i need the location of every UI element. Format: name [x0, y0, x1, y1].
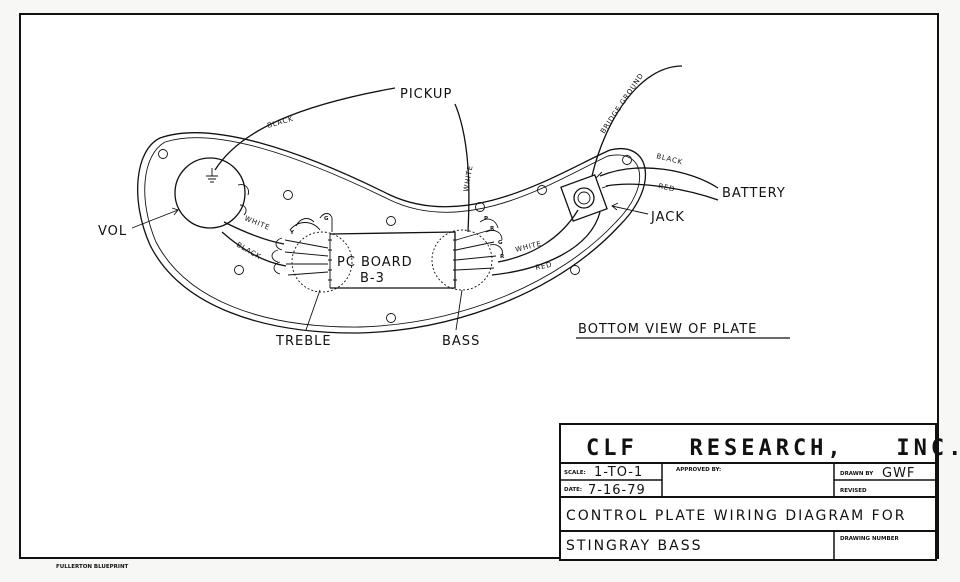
black-wire-vol-to-treble [221, 231, 287, 267]
terminal-label: R [500, 254, 505, 260]
bass-leader [455, 289, 463, 331]
drawing-title-line2: STINGRAY BASS [566, 538, 703, 554]
mounting-hole [537, 185, 547, 195]
white-wire-board-to-jack [497, 209, 579, 263]
mounting-hole [622, 155, 632, 165]
wire-label-red: RED [658, 182, 676, 193]
mounting-hole [283, 190, 293, 200]
bridge-ground-wire [591, 65, 683, 177]
terminal-label: P [484, 216, 488, 222]
black-wire-pickup-to-vol [214, 87, 396, 171]
printer-credit: FULLERTON BLUEPRINT [56, 564, 129, 570]
drawn-by-value: GWF [882, 466, 915, 481]
jack-leader [611, 205, 649, 215]
mounting-hole [234, 265, 244, 275]
scale-value: 1-TO-1 [594, 465, 643, 480]
mounting-hole [386, 216, 396, 226]
terminal-label: G [324, 216, 329, 222]
bass-pot [431, 218, 503, 291]
view-caption: BOTTOM VIEW OF PLATE [578, 322, 757, 337]
red-battery-wire [605, 183, 719, 201]
volume-pot [174, 157, 249, 229]
wires [214, 65, 719, 276]
white-wire-vol-to-treble [223, 221, 285, 245]
white-wire-pickup-to-board [454, 103, 470, 233]
bass-label: BASS [442, 334, 480, 349]
scale-label: SCALE: [564, 470, 586, 476]
drawing-number-label: DRAWING NUMBER [840, 536, 899, 542]
approved-label: APPROVED BY: [676, 467, 721, 473]
drawing-title-line1: CONTROL PLATE WIRING DIAGRAM FOR [566, 508, 906, 524]
mounting-hole [158, 149, 168, 159]
pc-board: PC BOARD B-3 [328, 231, 457, 289]
treble-label: TREBLE [275, 334, 332, 349]
control-plate [137, 132, 647, 334]
date-value: 7-16-79 [588, 483, 646, 498]
date-label: DATE: [564, 487, 582, 493]
terminal-label: R [490, 226, 495, 232]
vol-label: VOL [98, 224, 127, 239]
mounting-hole [475, 202, 485, 212]
title-block: CLF RESEARCH, INC. SCALE: 1-TO-1 APPROVE… [559, 423, 960, 561]
pc-board-label: PC BOARD [337, 255, 413, 270]
drawn-by-label: DRAWN BY [840, 471, 874, 477]
pickup-label: PICKUP [400, 87, 452, 102]
wire-label-red: RED [535, 261, 553, 272]
pc-board-model: B-3 [360, 271, 385, 286]
jack-label: JACK [650, 210, 685, 225]
battery-label: BATTERY [722, 186, 786, 201]
treble-leader [305, 289, 321, 331]
company-name: CLF RESEARCH, INC. [586, 436, 960, 461]
terminal-label: G [498, 240, 503, 246]
mounting-hole [570, 265, 580, 275]
vol-leader [131, 209, 179, 229]
treble-pot [271, 213, 353, 293]
terminal-label: Y [289, 230, 295, 236]
red-wire-board-to-jack [491, 211, 601, 276]
revised-label: REVISED [840, 488, 867, 494]
black-battery-wire [599, 167, 719, 189]
mounting-hole [386, 313, 396, 323]
